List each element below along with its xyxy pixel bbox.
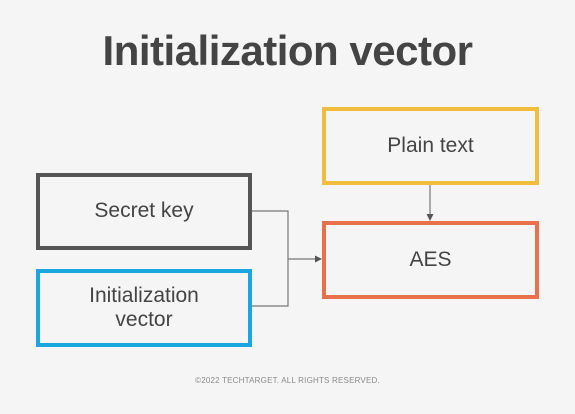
initialization-vector-label: Initialization vector bbox=[89, 283, 199, 331]
plain-text-box: Plain text bbox=[322, 107, 539, 185]
connector-initialization-vector bbox=[252, 259, 289, 307]
copyright-footer: ©2022 TECHTARGET. ALL RIGHTS RESERVED. bbox=[195, 376, 380, 385]
initialization-vector-box: Initialization vector bbox=[36, 269, 252, 347]
secret-key-label: Secret key bbox=[94, 199, 194, 223]
plain-text-label: Plain text bbox=[387, 133, 474, 157]
aes-box: AES bbox=[322, 221, 539, 299]
aes-label: AES bbox=[409, 247, 452, 271]
connector-secret-key bbox=[252, 210, 289, 259]
secret-key-box: Secret key bbox=[36, 173, 252, 250]
diagram-title: Initialization vector bbox=[102, 27, 473, 74]
